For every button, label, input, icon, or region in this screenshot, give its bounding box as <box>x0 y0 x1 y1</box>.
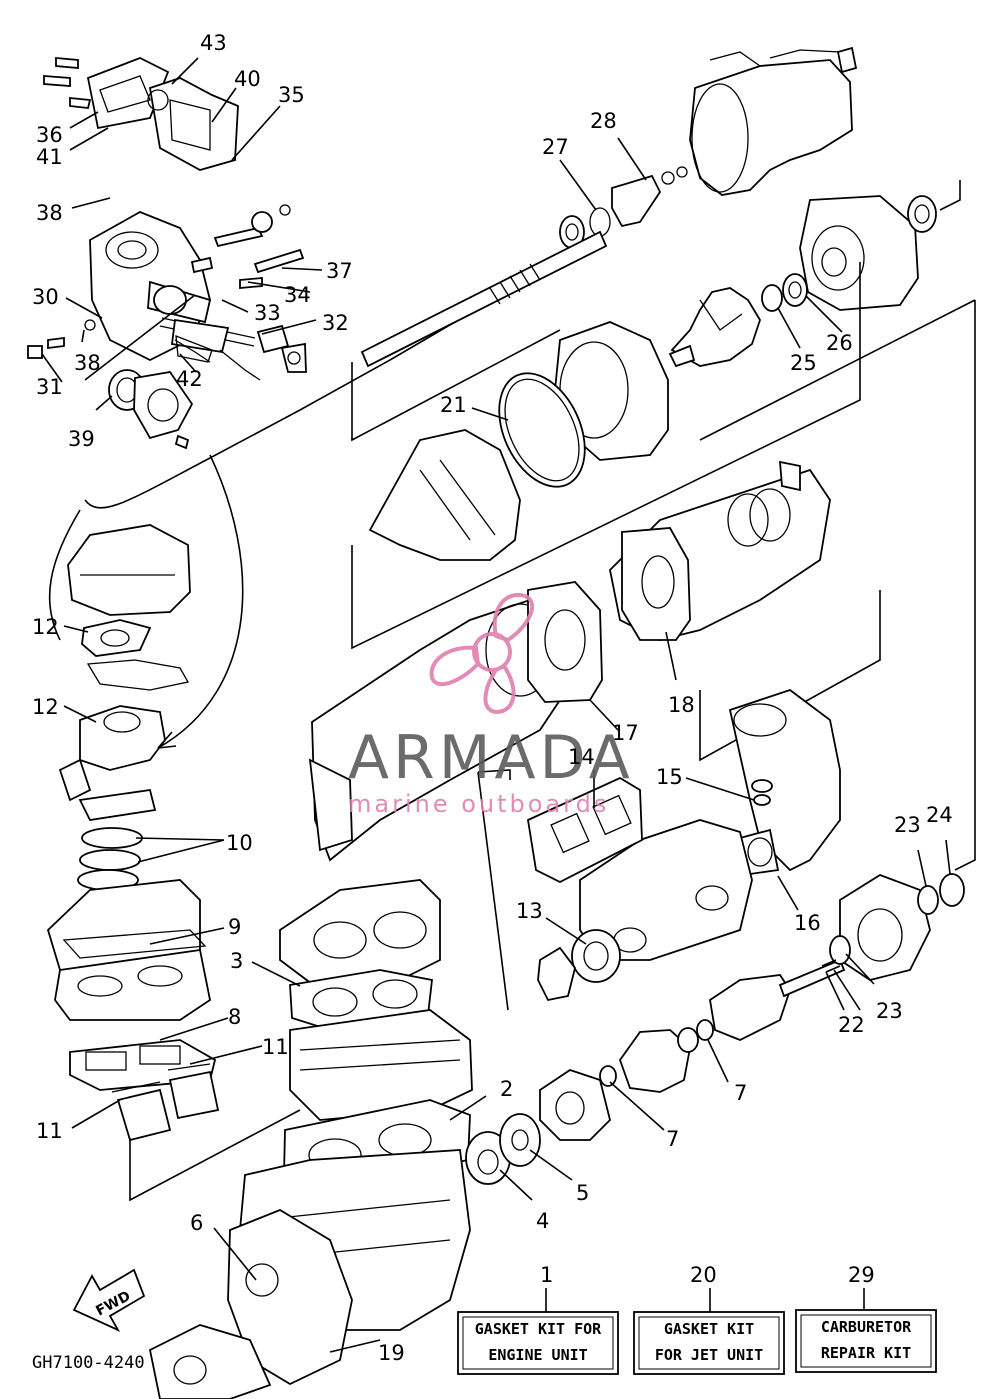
callout-14: 14 <box>568 745 595 769</box>
watermark-logo-blade-right <box>483 663 516 715</box>
armada-watermark: ARMADA marine outboards <box>348 592 634 818</box>
callout-numbers: 43 40 35 36 41 38 37 34 33 30 32 38 31 4… <box>32 31 953 1365</box>
callout-33: 33 <box>254 301 281 325</box>
callout-38-bottom: 38 <box>74 351 101 375</box>
engine-kit-line2: ENGINE UNIT <box>488 1346 587 1364</box>
callout-37: 37 <box>326 259 353 283</box>
callout-8: 8 <box>228 1005 241 1029</box>
watermark-logo-blade-top <box>492 592 535 643</box>
callout-9: 9 <box>228 915 241 939</box>
callout-23-top: 23 <box>894 813 921 837</box>
diagram-code: GH7100-4240 <box>32 1353 145 1373</box>
callout-40: 40 <box>234 67 261 91</box>
callout-22: 22 <box>838 1013 865 1037</box>
carb-kit-line1: CARBURETOR <box>821 1318 912 1336</box>
callout-31: 31 <box>36 375 63 399</box>
callout-20: 20 <box>690 1263 717 1287</box>
jet-kit-line2: FOR JET UNIT <box>655 1346 763 1364</box>
callout-13: 13 <box>516 899 543 923</box>
callout-42: 42 <box>176 367 203 391</box>
callout-23-bottom: 23 <box>876 999 903 1023</box>
callout-4: 4 <box>536 1209 549 1233</box>
callout-3: 3 <box>230 949 243 973</box>
watermark-logo-blade-left <box>429 645 481 687</box>
carburetor-repair-kit-box: CARBURETOR REPAIR KIT <box>795 1309 937 1373</box>
watermark-subtitle: marine outboards <box>348 790 609 818</box>
callout-34: 34 <box>284 283 311 307</box>
callout-24: 24 <box>926 803 953 827</box>
exhaust-group <box>308 460 841 1011</box>
callout-43: 43 <box>200 31 227 55</box>
carburetor-group <box>27 57 521 509</box>
callout-41: 41 <box>36 145 63 169</box>
callout-35: 35 <box>278 83 305 107</box>
engine-kit-line1: GASKET KIT FOR <box>475 1320 602 1338</box>
intake-group <box>46 454 301 1202</box>
callout-7-lower: 7 <box>666 1127 679 1151</box>
jet-kit-line1: GASKET KIT <box>664 1320 754 1338</box>
callout-21: 21 <box>440 393 467 417</box>
callout-32: 32 <box>322 311 349 335</box>
callout-27: 27 <box>542 135 569 159</box>
callout-12-bottom: 12 <box>32 695 59 719</box>
callout-18: 18 <box>668 693 695 717</box>
callout-10: 10 <box>226 831 253 855</box>
callout-38-top: 38 <box>36 201 63 225</box>
callout-12-top: 12 <box>32 615 59 639</box>
callout-29: 29 <box>848 1263 875 1287</box>
callout-1: 1 <box>540 1263 553 1287</box>
jet-pump-group <box>351 46 976 871</box>
callout-19: 19 <box>378 1341 405 1365</box>
callout-11-right: 11 <box>262 1035 289 1059</box>
callout-2: 2 <box>500 1077 513 1101</box>
callout-26: 26 <box>826 331 853 355</box>
watermark-title: ARMADA <box>348 723 634 793</box>
callout-11-left: 11 <box>36 1119 63 1143</box>
callout-25: 25 <box>790 351 817 375</box>
carb-kit-line2: REPAIR KIT <box>821 1344 911 1362</box>
callout-15: 15 <box>656 765 683 789</box>
callout-39: 39 <box>68 427 95 451</box>
callout-7-upper: 7 <box>734 1081 747 1105</box>
jet-gasket-kit-box: GASKET KIT FOR JET UNIT <box>633 1311 785 1375</box>
callout-17: 17 <box>612 721 639 745</box>
callout-16: 16 <box>794 911 821 935</box>
watermark-logo-hub <box>472 632 512 672</box>
fwd-arrow: FWD <box>72 1268 146 1332</box>
callout-28: 28 <box>590 109 617 133</box>
kit-boxes: GASKET KIT FOR ENGINE UNIT GASKET KIT FO… <box>457 1288 937 1375</box>
callout-36: 36 <box>36 123 63 147</box>
engine-block-group <box>148 839 965 1399</box>
callout-30: 30 <box>32 285 59 309</box>
callout-5: 5 <box>576 1181 589 1205</box>
engine-gasket-kit-box: GASKET KIT FOR ENGINE UNIT <box>457 1311 619 1375</box>
callout-6: 6 <box>190 1211 203 1235</box>
